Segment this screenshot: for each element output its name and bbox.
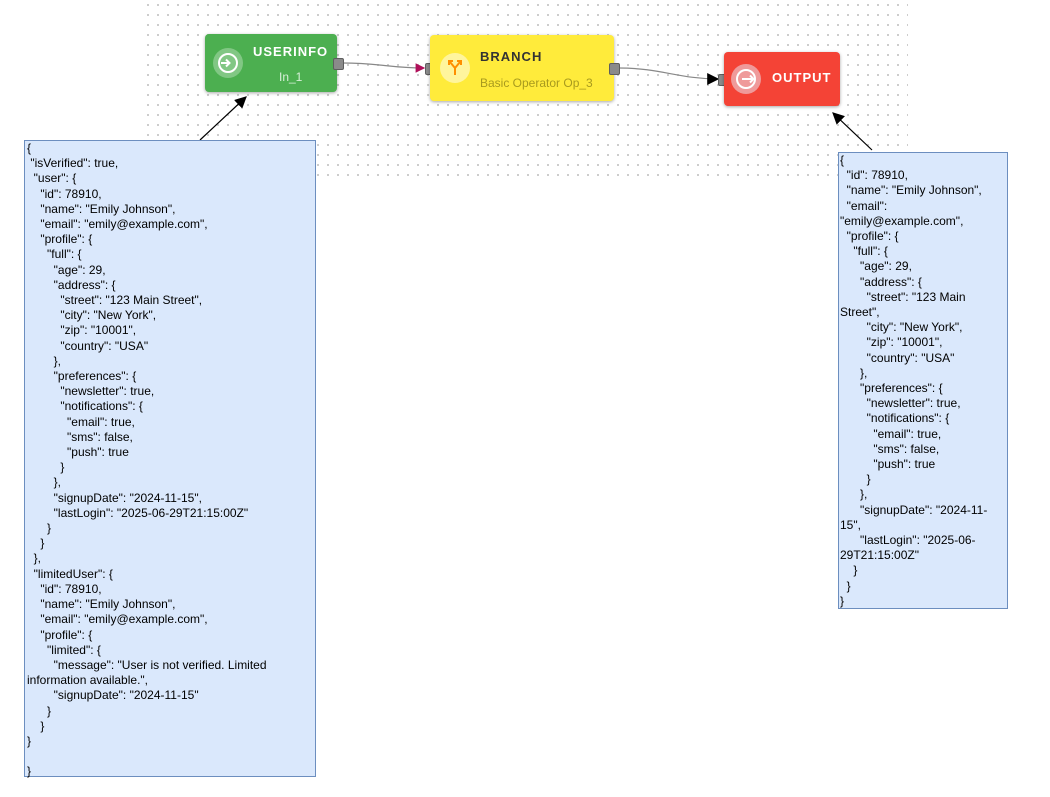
logout-icon	[731, 64, 761, 94]
login-icon	[213, 48, 243, 78]
output-json-box: { "id": 78910, "name": "Emily Johnson", …	[838, 152, 1008, 609]
edge-userinfo-branch	[341, 62, 426, 73]
userinfo-output-port[interactable]	[333, 58, 344, 70]
arrow-input-to-userinfo	[199, 96, 247, 141]
userinfo-title: USERINFO	[253, 44, 329, 59]
branch-title: BRANCH	[480, 49, 543, 64]
userinfo-node[interactable]: USERINFO In_1	[205, 34, 337, 92]
branch-output-port[interactable]	[609, 63, 620, 75]
branch-subtitle: Basic Operator Op_3	[480, 76, 593, 90]
input-json-box: { "isVerified": true, "user": { "id": 78…	[24, 140, 316, 778]
output-node[interactable]: OUTPUT	[724, 52, 840, 106]
output-title: OUTPUT	[772, 70, 832, 85]
userinfo-subtitle: In_1	[279, 70, 303, 84]
branch-node[interactable]: BRANCH Basic Operator Op_3	[430, 35, 614, 101]
branch-icon	[440, 53, 470, 83]
arrow-output-to-outputnode	[832, 112, 873, 151]
edge-branch-output	[618, 67, 720, 85]
